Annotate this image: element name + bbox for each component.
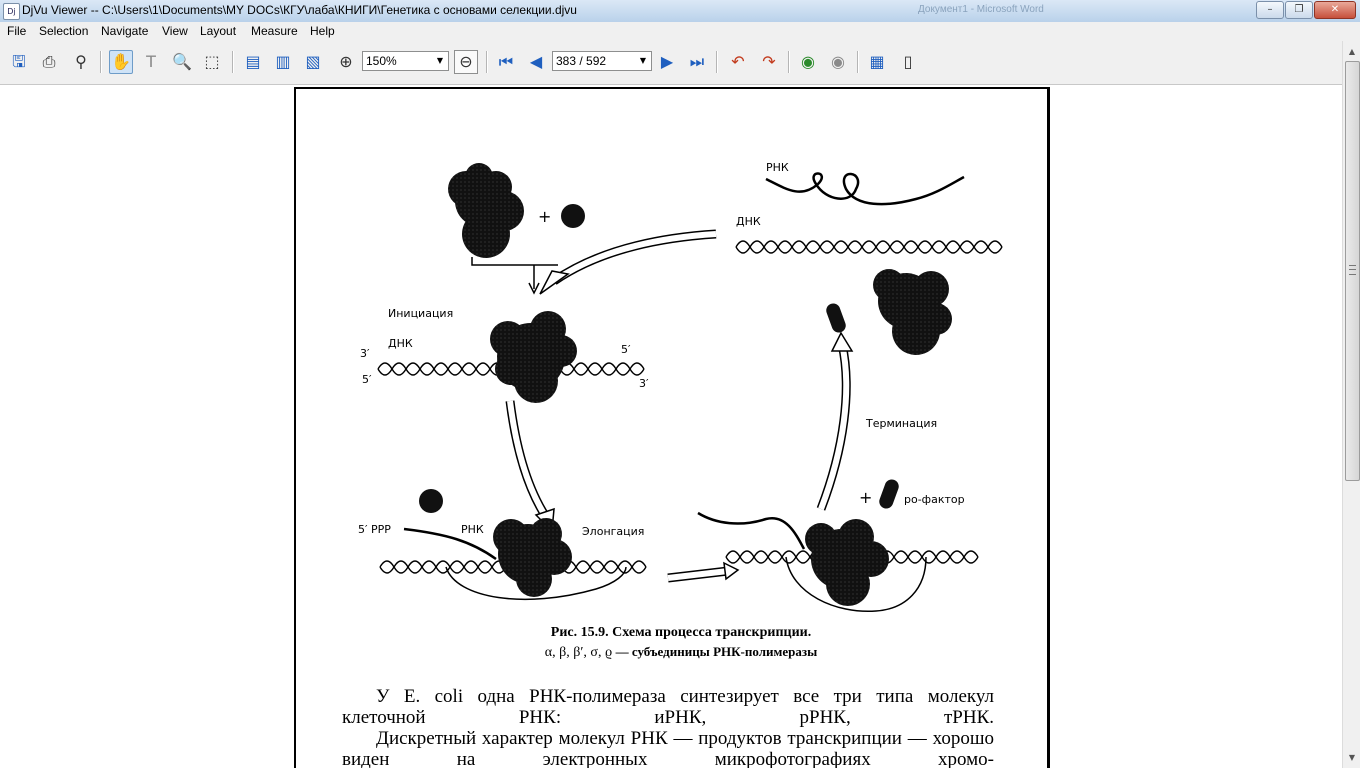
rotate-right-icon[interactable]: ↷	[762, 52, 776, 71]
paragraph-2: Дискретный характер молекул РНК — продук…	[342, 728, 994, 768]
background-taskbar-item: Документ1 - Microsoft Word	[918, 4, 1044, 15]
termination-label: Терминация	[865, 417, 937, 430]
last-page-icon[interactable]: ⏭	[689, 52, 705, 71]
five-ppp-label: 5′ PPP	[358, 523, 391, 536]
five-prime-left: 5′	[362, 373, 372, 386]
print-icon[interactable]: ⎙	[42, 52, 56, 71]
plus-sign-termination: +	[859, 488, 872, 507]
menu-layout[interactable]: Layout	[200, 24, 237, 38]
single-page-icon[interactable]: ▤	[245, 52, 261, 71]
scroll-up-icon[interactable]: ▲	[1348, 47, 1356, 56]
page-value: 383 / 592	[556, 54, 607, 68]
rotate-left-icon[interactable]: ↶	[731, 52, 745, 71]
document-viewport[interactable]: + РНК ДНК	[0, 85, 1342, 768]
save-icon[interactable]: 🖫	[12, 52, 26, 71]
title-bar: Dj DjVu Viewer -- C:\Users\1\Documents\M…	[0, 0, 1360, 23]
zoom-select-icon[interactable]: 🔍	[172, 52, 192, 71]
scroll-thumb[interactable]	[1345, 61, 1360, 481]
polymerase-termination	[805, 519, 889, 606]
zoom-combo[interactable]: 150% ▼	[362, 51, 449, 71]
region-select-icon[interactable]: ⬚	[204, 52, 220, 71]
chevron-down-icon[interactable]: ▼	[639, 56, 647, 65]
rho-factor-released	[826, 303, 846, 333]
rnk-label-mid: РНК	[461, 523, 484, 536]
menu-navigate[interactable]: Navigate	[101, 24, 149, 38]
menu-selection[interactable]: Selection	[39, 24, 89, 38]
zoom-out-icon[interactable]: ⊖	[454, 50, 478, 74]
chevron-down-icon[interactable]: ▼	[436, 56, 444, 65]
maximize-button[interactable]: ❐	[1285, 1, 1313, 19]
zoom-in-icon[interactable]: ⊕	[339, 52, 353, 71]
figure-caption-subunits: α, β, β′, σ, ϱ — субъединицы РНК-полимер…	[296, 644, 1036, 661]
rnk-label-top: РНК	[766, 161, 789, 174]
paragraph-1: У E. coli одна РНК-полимераза синтезируе…	[342, 686, 994, 728]
menu-view[interactable]: View	[162, 24, 188, 38]
figure-caption: Рис. 15.9. Схема процесса транскрипции.	[550, 625, 812, 640]
polymerase-core-top	[448, 163, 524, 258]
polymerase-holoenzyme-initiation	[490, 311, 577, 403]
first-page-icon[interactable]: ⏮	[498, 52, 514, 71]
greek-subunits: α, β, β′, σ, ϱ	[544, 645, 613, 660]
plus-sign: +	[538, 207, 551, 226]
window-title: DjVu Viewer -- C:\Users\1\Documents\MY D…	[22, 3, 577, 17]
thumbnails-icon[interactable]: ▦	[869, 52, 885, 71]
text-select-icon[interactable]: T	[146, 52, 156, 71]
rho-factor	[879, 479, 899, 509]
dna-helix-top-right	[735, 240, 1003, 254]
three-prime-right: 3′	[639, 377, 649, 390]
facing-pages-icon[interactable]: ▧	[305, 52, 321, 71]
toolbar: 🖫 ⎙ ⚲ ✋ T 🔍 ⬚ ▤ ▥ ▧ ⊕ 150% ▼ ⊖ ⏮ ◀ 383 /…	[0, 41, 1360, 85]
menu-bar: File Selection Navigate View Layout Meas…	[0, 22, 1360, 41]
scroll-down-icon[interactable]: ▼	[1348, 753, 1356, 762]
sigma-factor-released	[419, 489, 443, 513]
vertical-scrollbar[interactable]: ▲ ▼	[1342, 41, 1360, 768]
five-prime-right: 5′	[621, 343, 631, 356]
next-page-icon[interactable]: ▶	[660, 52, 674, 71]
back-icon[interactable]: ◉	[801, 52, 815, 71]
rho-factor-label: ро-фактор	[904, 493, 965, 506]
elongation-label: Элонгация	[582, 525, 644, 538]
page-combo[interactable]: 383 / 592 ▼	[552, 51, 652, 71]
outline-icon[interactable]: ▯	[903, 52, 913, 71]
document-page: + РНК ДНК	[294, 87, 1050, 768]
body-text: У E. coli одна РНК-полимераза синтезируе…	[342, 686, 994, 768]
menu-measure[interactable]: Measure	[251, 24, 298, 38]
dnk-label-left: ДНК	[388, 337, 413, 350]
djvu-app-icon: Dj	[3, 3, 20, 20]
dnk-label-top: ДНК	[736, 215, 761, 228]
menu-help[interactable]: Help	[310, 24, 335, 38]
sigma-factor-top	[561, 204, 585, 228]
previous-page-icon[interactable]: ◀	[529, 52, 543, 71]
find-icon[interactable]: ⚲	[75, 52, 87, 71]
subunits-text: — субъединицы РНК-полимеразы	[615, 644, 818, 659]
transcription-diagram: + РНК ДНК	[358, 161, 1003, 613]
polymerase-core-released	[873, 269, 952, 355]
minimize-button[interactable]: –	[1256, 1, 1284, 19]
continuous-icon[interactable]: ▥	[275, 52, 291, 71]
menu-file[interactable]: File	[7, 24, 27, 38]
three-prime-left: 3′	[360, 347, 370, 360]
hand-tool-icon[interactable]: ✋	[109, 50, 133, 74]
zoom-value: 150%	[366, 54, 397, 68]
polymerase-elongation	[493, 518, 572, 597]
close-button[interactable]: ✕	[1314, 1, 1356, 19]
forward-icon[interactable]: ◉	[831, 52, 845, 71]
initiation-label: Инициация	[388, 307, 453, 320]
